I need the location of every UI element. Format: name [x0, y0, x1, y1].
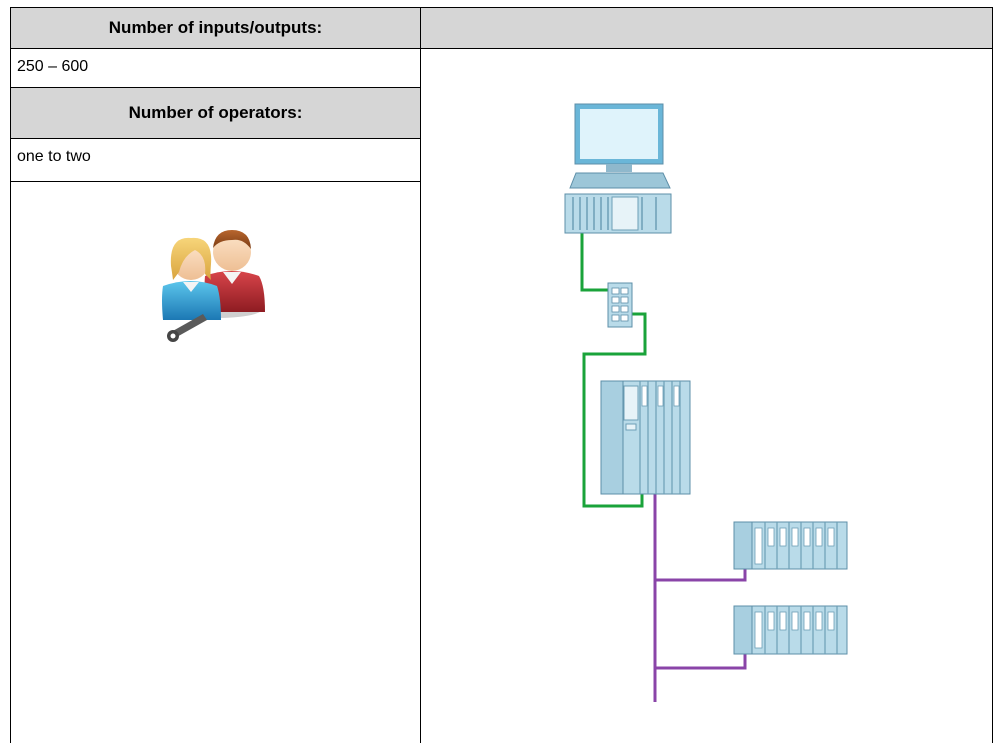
architecture-diagram-cell — [420, 48, 993, 743]
automation-controller-icon — [600, 380, 691, 495]
io-station-icon — [733, 521, 848, 570]
computer-workstation-icon — [564, 103, 672, 234]
io-station-icon — [733, 605, 848, 655]
configuration-table: Number of inputs/outputs: 250 – 600 Numb… — [10, 7, 993, 743]
network-switch-icon — [607, 282, 633, 328]
io-count-header: Number of inputs/outputs: — [10, 7, 421, 49]
ethernet-cable — [580, 232, 647, 508]
fieldbus-cable — [653, 492, 747, 702]
operators-icon — [162, 230, 265, 342]
